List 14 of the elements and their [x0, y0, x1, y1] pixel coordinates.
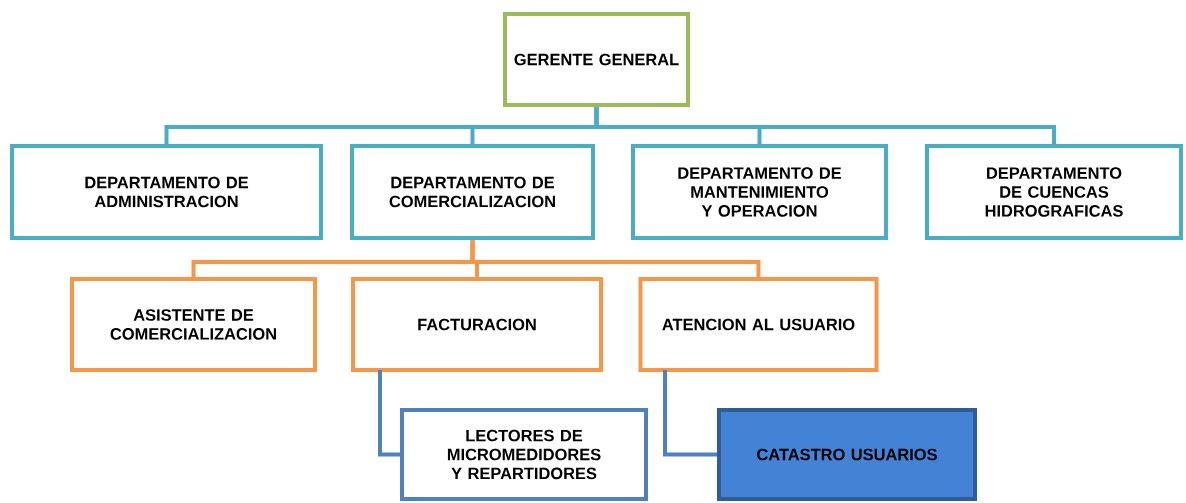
- department-box: DEPARTAMENTO DE ADMINISTRACION: [10, 144, 323, 240]
- department-box: DEPARTAMENTO DE MANTENIMIENTO Y OPERACION: [631, 144, 888, 240]
- department-box: DEPARTAMENTO DE CUENCAS HIDROGRAFICAS: [925, 144, 1183, 240]
- unit-box: ATENCION AL USUARIO: [638, 277, 879, 372]
- connector-line: [663, 370, 717, 457]
- department-box: DEPARTAMENTO DE COMERCIALIZACION: [350, 144, 595, 240]
- unit-box: LECTORES DE MICROMEDIDORES Y REPARTIDORES: [400, 408, 648, 501]
- connector-line: [594, 107, 1056, 144]
- unit-box: ASISTENTE DE COMERCIALIZACION: [70, 277, 317, 372]
- connector-line: [378, 370, 400, 457]
- unit-box: FACTURACION: [351, 277, 603, 372]
- manager-box: GERENTE GENERAL: [503, 12, 690, 107]
- connector-line: [470, 240, 761, 277]
- highlighted-box: CATASTRO USUARIOS: [717, 408, 977, 501]
